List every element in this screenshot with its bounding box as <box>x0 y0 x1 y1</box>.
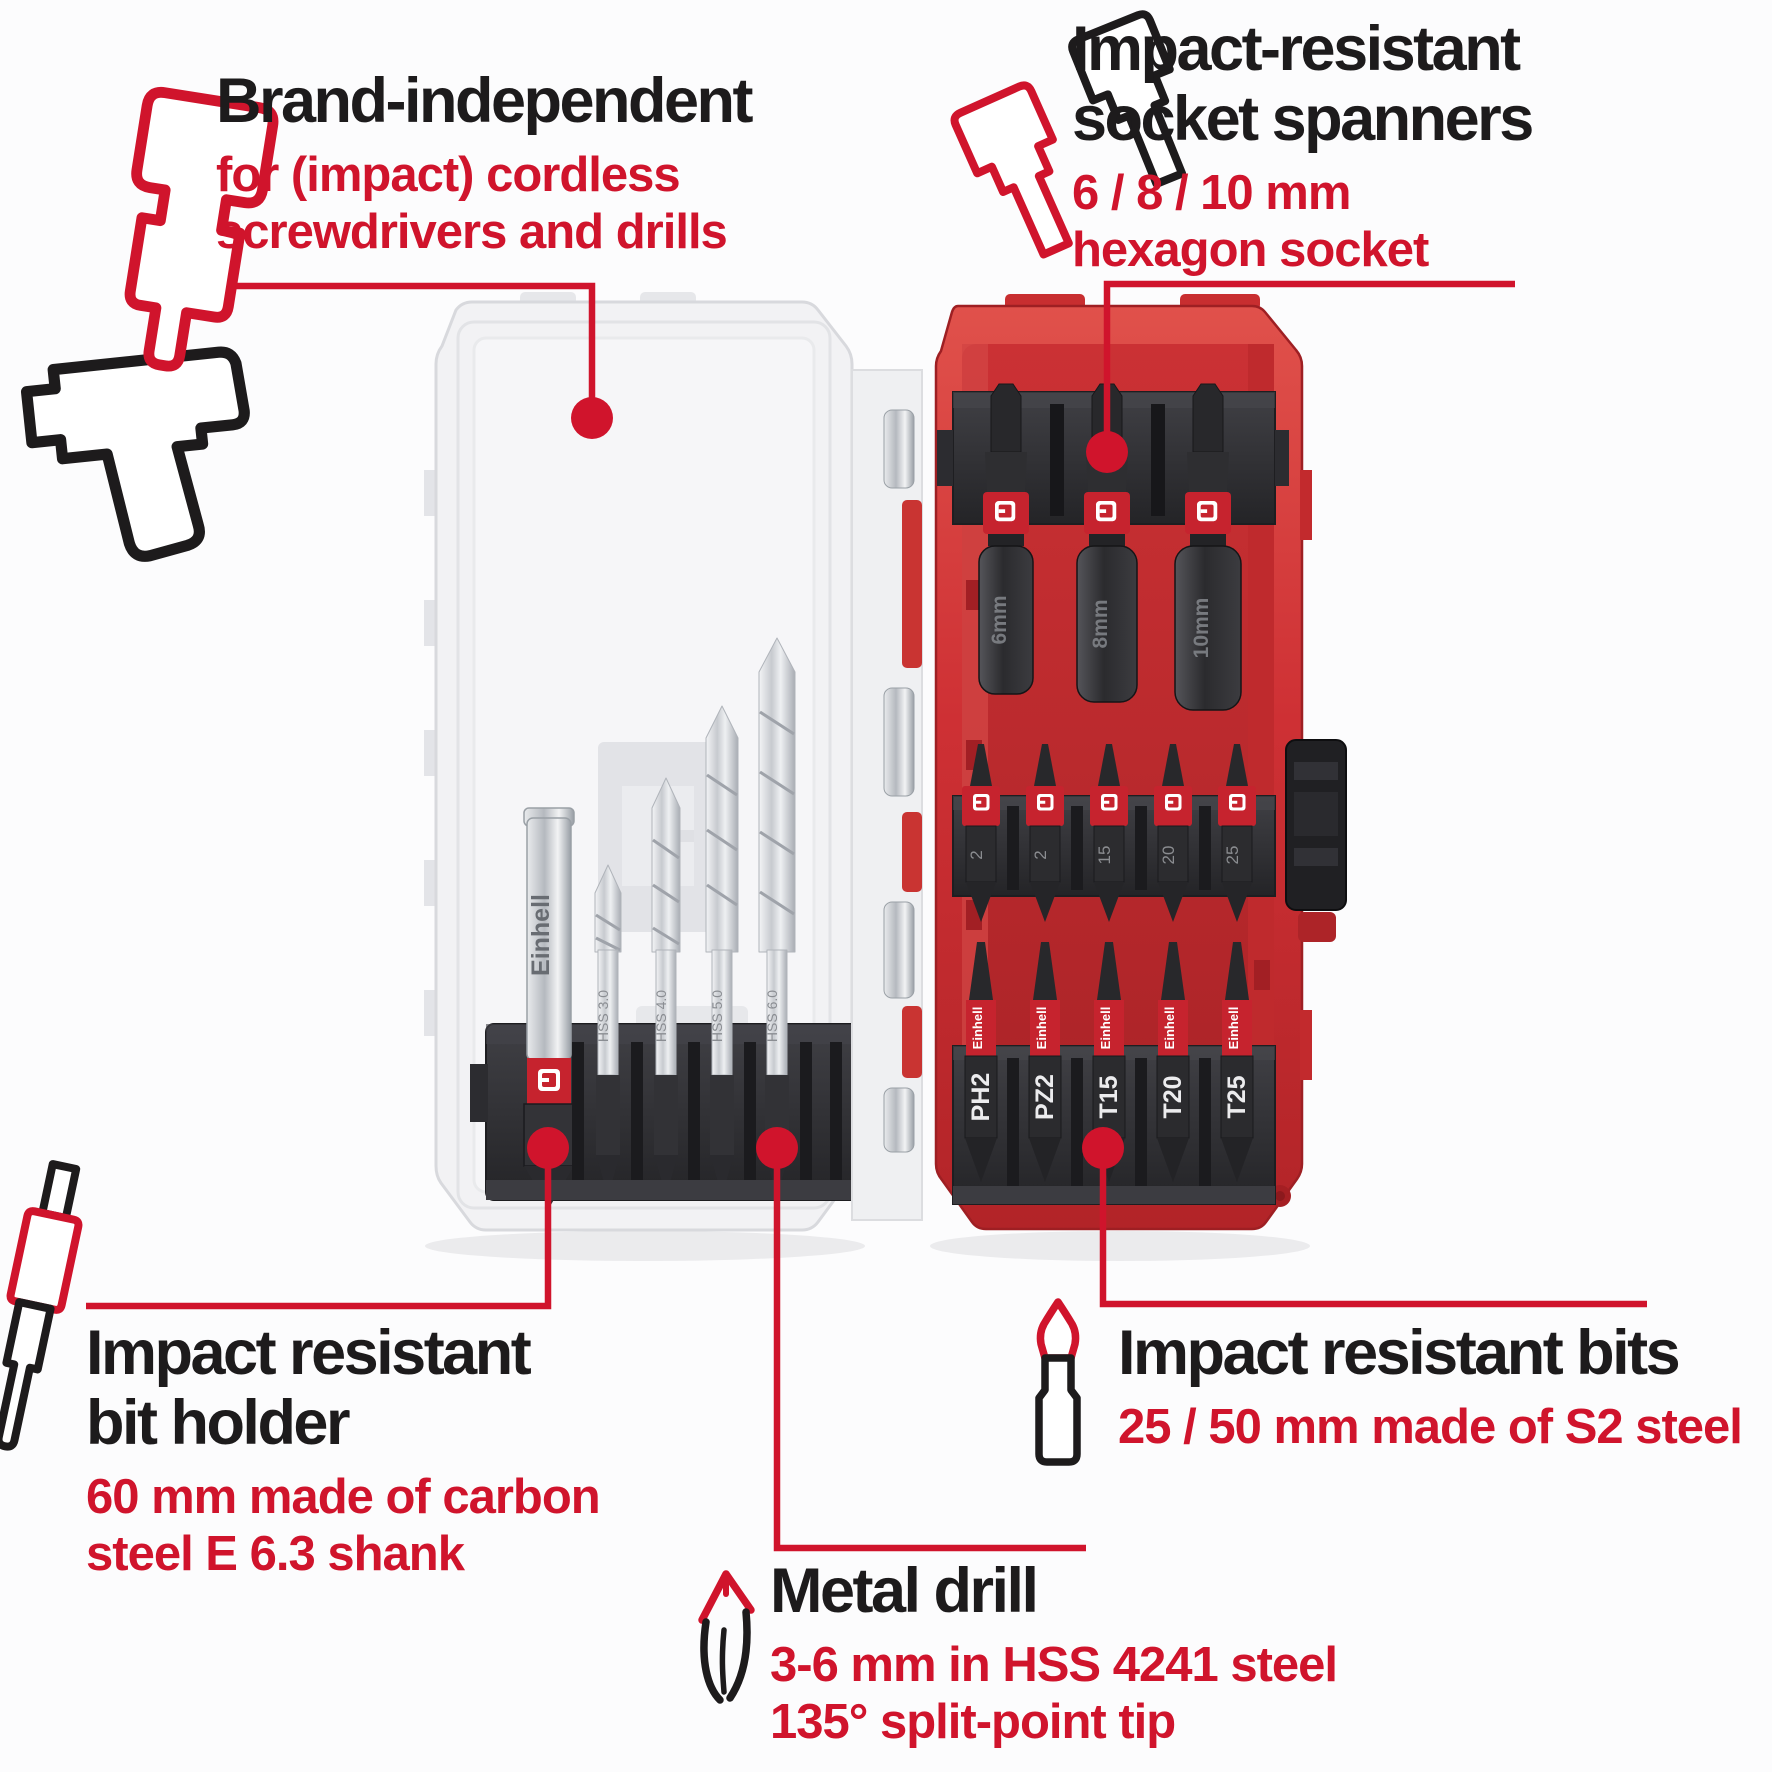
callout-subtitle-line: 60 mm made of carbon <box>86 1470 601 1524</box>
long-bit-t20: Einhell T20 <box>1156 942 1190 1182</box>
impact-driver-icon <box>124 86 279 372</box>
svg-text:25: 25 <box>1223 846 1242 865</box>
svg-text:2: 2 <box>967 850 986 859</box>
callout-subtitle-line: 135° split-point tip <box>770 1695 1176 1749</box>
case-hinge <box>851 369 923 1221</box>
callout-subtitle-line: steel E 6.3 shank <box>86 1527 465 1581</box>
bit-holder-icon <box>0 1160 83 1451</box>
short-bit: 25 <box>1218 744 1256 922</box>
dot-bit-holder <box>527 1127 569 1169</box>
svg-text:8mm: 8mm <box>1089 599 1112 648</box>
case-shadow <box>930 1231 1310 1261</box>
short-bit: 15 <box>1090 744 1128 922</box>
callout-title: Metal drill <box>770 1556 1039 1626</box>
case-shadow <box>425 1231 865 1261</box>
dot-metal-drill <box>756 1127 798 1169</box>
short-bit: 2 <box>1026 744 1064 922</box>
long-bit-row: Einhell PH2 Einhell PZ2 Einhell T15 Einh… <box>952 942 1276 1205</box>
bit-holder-brand-stamp: Einhell <box>527 894 555 976</box>
svg-text:Einhell: Einhell <box>970 1007 985 1050</box>
svg-text:PZ2: PZ2 <box>1031 1074 1059 1120</box>
svg-text:Einhell: Einhell <box>1034 1007 1049 1050</box>
svg-text:20: 20 <box>1159 846 1178 865</box>
callout-metal-drill: Metal drill 3-6 mm in HSS 4241 steel 135… <box>770 1556 1338 1751</box>
callout-subtitle-line: 3-6 mm in HSS 4241 steel <box>770 1638 1338 1692</box>
callout-title-line: Impact-resistant <box>1072 14 1521 84</box>
socket-spanner-icon <box>950 81 1073 259</box>
short-bit: 20 <box>1154 744 1192 922</box>
dot-socket-spanners <box>1086 431 1128 473</box>
short-bit-row: 2 2 15 20 <box>952 744 1276 922</box>
dot-impact-bits <box>1082 1127 1124 1169</box>
leader-bit-holder <box>86 1152 552 1310</box>
socket-spanner-6mm: 6mm <box>978 383 1034 695</box>
callout-subtitle-line: screwdrivers and drills <box>216 205 728 259</box>
svg-text:Einhell: Einhell <box>1098 1007 1113 1050</box>
short-bit: 2 <box>962 744 1000 922</box>
svg-text:6mm: 6mm <box>988 595 1011 644</box>
callout-socket-spanners: Impact-resistant socket spanners 6 / 8 /… <box>1072 14 1534 279</box>
leader-impact-bits <box>1099 1152 1647 1308</box>
leader-metal-drill <box>773 1152 1086 1552</box>
svg-text:15: 15 <box>1095 846 1114 865</box>
callout-title-line: Impact resistant <box>86 1318 532 1388</box>
long-bit-t15: Einhell T15 <box>1092 942 1126 1182</box>
svg-text:2: 2 <box>1031 850 1050 859</box>
callout-title: Brand-independent <box>216 66 754 136</box>
svg-text:10mm: 10mm <box>1190 598 1213 659</box>
svg-text:Einhell: Einhell <box>1226 1007 1241 1050</box>
socket-spanner-10mm: 10mm <box>1174 383 1242 711</box>
case-latch <box>1285 739 1347 942</box>
svg-text:Einhell: Einhell <box>1162 1007 1177 1050</box>
svg-text:T25: T25 <box>1223 1075 1251 1118</box>
cordless-drill-icon <box>20 346 250 562</box>
svg-text:HSS 4.0: HSS 4.0 <box>653 990 669 1042</box>
callout-title: Impact resistant bits <box>1118 1318 1681 1388</box>
leader-brand-independent <box>216 282 596 412</box>
svg-text:HSS 3.0: HSS 3.0 <box>595 990 611 1042</box>
socket-spanner-icon <box>1068 10 1187 188</box>
callout-impact-bits: Impact resistant bits 25 / 50 mm made of… <box>1118 1318 1743 1456</box>
callout-title-line: bit holder <box>86 1388 350 1458</box>
callout-dots <box>527 397 1128 1169</box>
callout-subtitle-line: for (impact) cordless <box>216 148 681 202</box>
metal-drills: HSS 3.0 HSS 4.0 HSS 5.0 HSS 6.0 <box>594 637 796 1196</box>
long-bit-pz2: Einhell PZ2 <box>1028 942 1062 1182</box>
callout-title-line: socket spanners <box>1072 84 1534 154</box>
long-bit-ph2: Einhell PH2 <box>964 942 998 1182</box>
callout-subtitle: 25 / 50 mm made of S2 steel <box>1118 1400 1743 1454</box>
callout-subtitle-line: hexagon socket <box>1072 223 1429 277</box>
svg-text:PH2: PH2 <box>967 1073 995 1122</box>
metal-drill-icon <box>698 1570 755 1704</box>
callout-brand-independent: Brand-independent for (impact) cordless … <box>216 66 754 261</box>
svg-text:HSS 6.0: HSS 6.0 <box>764 990 780 1042</box>
leader-socket-spanners <box>1103 280 1515 446</box>
long-bit-t25: Einhell T25 <box>1220 942 1254 1182</box>
dot-brand-independent <box>571 397 613 439</box>
callout-leader-lines <box>86 280 1647 1552</box>
svg-text:T20: T20 <box>1159 1075 1187 1118</box>
impact-bit-icon <box>1035 1298 1081 1466</box>
callout-subtitle-line: 6 / 8 / 10 mm <box>1072 166 1351 220</box>
left-strip-slot-walls <box>486 1042 866 1200</box>
callout-bit-holder: Impact resistant bit holder 60 mm made o… <box>86 1318 601 1583</box>
svg-text:T15: T15 <box>1095 1075 1123 1118</box>
svg-text:HSS 5.0: HSS 5.0 <box>709 990 725 1042</box>
